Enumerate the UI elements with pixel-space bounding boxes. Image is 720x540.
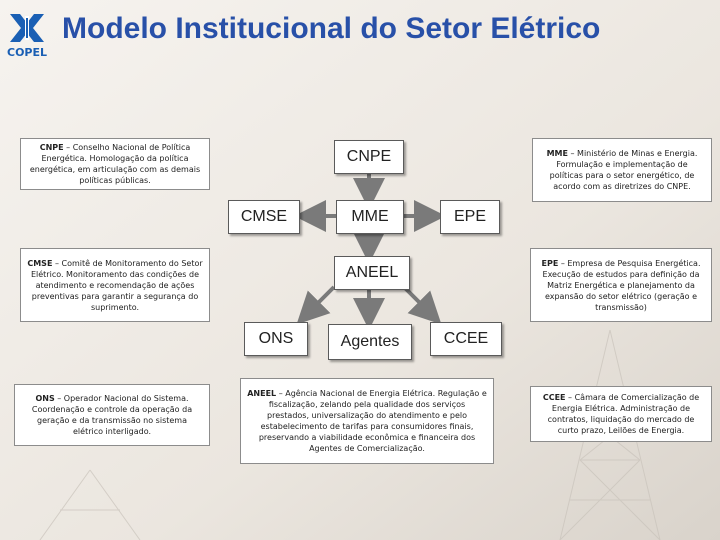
page-title: Modelo Institucional do Setor Elétrico [62,12,601,45]
node-ccee: CCEE [430,322,502,356]
node-cmse: CMSE [228,200,300,234]
note-aneel: ANEEL – Agência Nacional de Energia Elét… [240,378,494,464]
logo-text: COPEL [7,46,48,59]
copel-logo-icon [10,14,44,42]
node-epe: EPE [440,200,500,234]
node-aneel: ANEEL [334,256,410,290]
note-cnpe: CNPE – Conselho Nacional de Política Ene… [20,138,210,190]
node-mme: MME [336,200,404,234]
note-epe: EPE – Empresa de Pesquisa Energética. Ex… [530,248,712,322]
node-agentes: Agentes [328,324,412,360]
node-cnpe: CNPE [334,140,404,174]
header: COPEL Modelo Institucional do Setor Elét… [0,0,720,64]
note-ons: ONS – Operador Nacional do Sistema. Coor… [14,384,210,446]
node-ons: ONS [244,322,308,356]
note-mme: MME – Ministério de Minas e Energia. For… [532,138,712,202]
note-cmse: CMSE – Comitê de Monitoramento do Setor … [20,248,210,322]
note-ccee: CCEE – Câmara de Comercialização de Ener… [530,386,712,442]
